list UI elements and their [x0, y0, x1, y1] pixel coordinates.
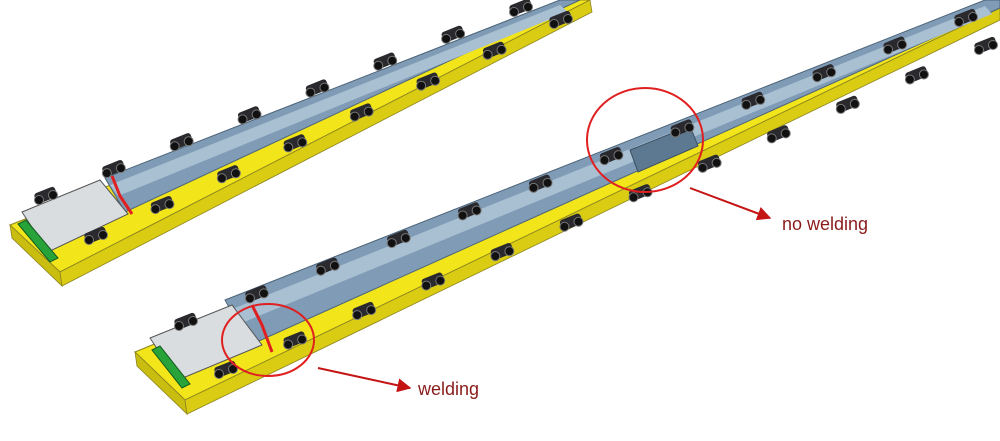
upper-clamps — [34, 0, 573, 245]
lower-clamps — [174, 8, 998, 379]
upper-front-clamp — [84, 226, 108, 245]
welding-label: welding — [417, 379, 479, 399]
upper-back-clamp — [237, 106, 262, 125]
lower-back-clamp — [528, 174, 553, 193]
upper-base-front — [59, 0, 593, 287]
welding-arrow — [317, 367, 412, 393]
upper-front-clamp — [349, 103, 374, 122]
lower-front-clamp — [766, 125, 791, 144]
upper-front-clamp — [283, 134, 308, 153]
upper-front-clamp — [216, 165, 241, 184]
upper-fixture — [9, 0, 593, 288]
lower-back-clamp — [599, 147, 624, 166]
lower-front-clamp — [559, 213, 584, 232]
upper-rail-top — [110, 5, 568, 196]
upper-back-clamp — [441, 25, 466, 44]
lower-front-clamp — [974, 36, 998, 55]
lower-front-clamp — [490, 243, 515, 262]
upper-back-clamp — [101, 159, 126, 179]
upper-weld-seam — [110, 175, 134, 215]
upper-back-clamp — [169, 133, 194, 152]
welding-callout-circle — [221, 303, 315, 377]
lower-back-clamp — [741, 91, 766, 110]
lower-front-clamp — [352, 301, 377, 321]
lower-front-clamp — [697, 154, 722, 173]
lower-front-clamp — [835, 95, 860, 114]
upper-back-clamp — [373, 52, 398, 71]
lower-green-stop — [151, 345, 191, 389]
lower-back-clamp — [670, 119, 695, 138]
upper-front-clamp — [150, 195, 175, 215]
lower-front-clamp — [283, 331, 308, 350]
upper-front-clamp — [549, 10, 573, 29]
lower-fixture — [134, 0, 1000, 416]
lower-back-clamp — [812, 64, 837, 83]
upper-green-stop — [17, 219, 59, 263]
lower-front-clamp — [904, 66, 929, 85]
lower-front-clamp — [214, 360, 238, 379]
lower-back-clamp — [315, 257, 340, 276]
lower-rail-plate — [629, 125, 699, 173]
lower-front-clamp — [421, 272, 446, 291]
upper-front-clamp — [416, 72, 441, 91]
lower-weld-seam — [250, 304, 274, 353]
upper-back-clamp — [509, 0, 533, 17]
lower-rail-top — [235, 6, 992, 322]
lower-back-clamp — [457, 202, 482, 221]
lower-back-clamp — [174, 312, 198, 331]
upper-back-clamp — [305, 79, 330, 98]
upper-back-clamp — [34, 186, 58, 205]
lower-back-clamp — [244, 285, 269, 304]
no-welding-label: no welding — [782, 214, 868, 234]
no-welding-callout-circle — [586, 87, 704, 193]
lower-back-clamp — [883, 36, 908, 55]
lower-back-clamp — [386, 229, 411, 249]
lower-back-clamp — [954, 8, 978, 27]
upper-front-clamp — [482, 41, 507, 60]
no-welding-arrow — [689, 187, 772, 221]
lower-base-front — [184, 7, 1000, 415]
